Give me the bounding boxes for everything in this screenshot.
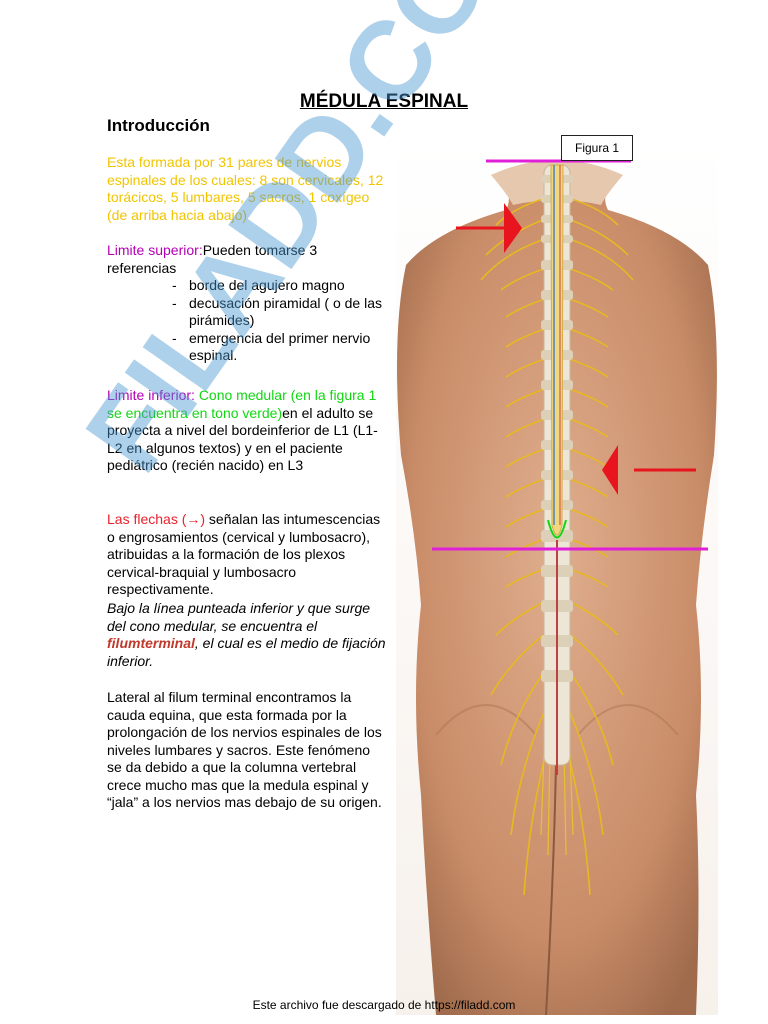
intro-paragraph: Esta formada por 31 pares de nervios esp… <box>107 154 384 223</box>
pelvis-contour-left <box>435 704 537 736</box>
figure-label: Figura 1 <box>561 135 633 161</box>
spine-anatomy-figure <box>396 135 718 1015</box>
list-item: borde del agujero magno <box>172 277 387 295</box>
upper-limit-list: borde del agujero magno decusación piram… <box>107 277 387 365</box>
filum-text-before: Bajo la línea punteada inferior y que su… <box>107 600 371 634</box>
upper-limit-text: Pueden tomarse 3 referencias <box>107 242 318 276</box>
lower-limit-text: en el adulto se proyecta a nivel del bor… <box>107 404 378 474</box>
list-item: emergencia del primer nervio espinal. <box>172 330 387 365</box>
upper-limit-paragraph: Limite superior:Pueden tomarse 3 referen… <box>107 242 387 365</box>
document-title: MÉDULA ESPINAL <box>299 91 469 112</box>
conus-medullaris-marker <box>547 519 567 539</box>
list-item: decusación piramidal ( o de las pirámide… <box>172 295 387 330</box>
footer-note: Este archivo fue descargado de https://f… <box>252 998 516 1012</box>
cauda-paragraph: Lateral al filum terminal encontramos la… <box>107 689 382 810</box>
section-heading: Introducción <box>107 116 210 135</box>
arrows-label: Las flechas (→) <box>107 511 206 527</box>
cervical-arrow <box>456 203 522 253</box>
filum-highlight: filumterminal <box>107 635 195 651</box>
pelvis-contour-right <box>577 704 679 736</box>
filum-text-after: , el cual es el medio de fijación inferi… <box>107 635 386 669</box>
lower-limit-label: Limite inferior: <box>107 387 199 403</box>
filum-paragraph: Bajo la línea punteada inferior y que su… <box>107 600 387 670</box>
upper-limit-label: Limite superior: <box>107 242 203 258</box>
arrows-paragraph: Las flechas (→) señalan las intumescenci… <box>107 511 387 599</box>
lumbosacral-arrow <box>602 445 696 495</box>
arrows-text: señalan las intumescencias o engrosamien… <box>107 511 381 597</box>
lower-limit-paragraph: Limite inferior: Cono medular (en la fig… <box>107 387 387 475</box>
spinal-cord <box>550 164 564 536</box>
lower-limit-highlight: Cono medular (en la figura 1 se encuentr… <box>107 387 377 421</box>
